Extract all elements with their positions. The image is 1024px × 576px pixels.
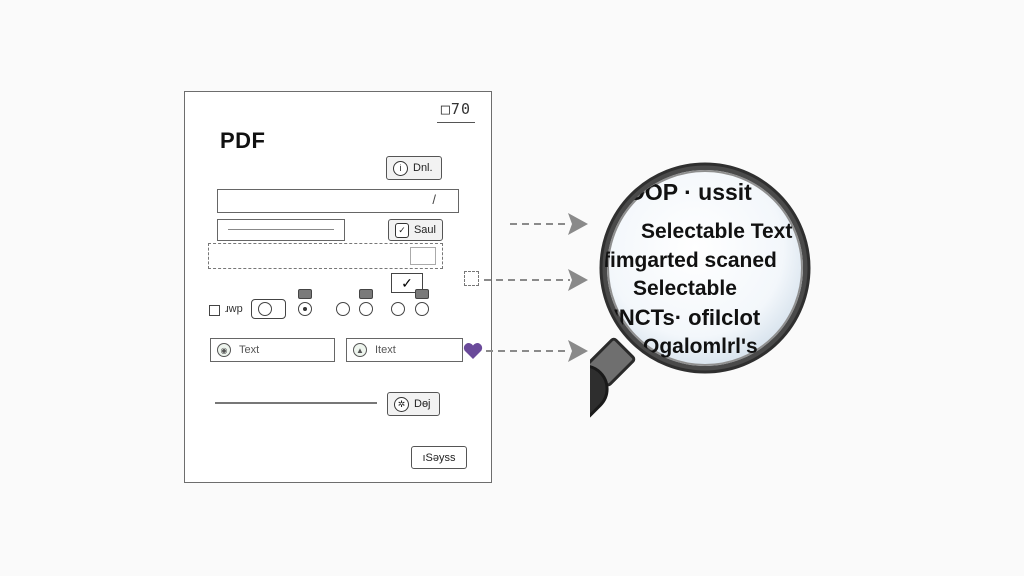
arrow-right-icon xyxy=(568,269,588,291)
radio-button-3[interactable] xyxy=(359,302,373,316)
bottom-button[interactable]: ✲ Dɵj xyxy=(387,392,440,416)
arrow-right-icon xyxy=(568,213,588,235)
submit-button[interactable]: ıSəyss xyxy=(411,446,467,469)
icon-text-field-2-label: Itext xyxy=(375,344,396,356)
dashed-marker xyxy=(464,271,479,286)
lens-line-3: fimgarted scaned xyxy=(605,249,777,272)
icon-text-field-1[interactable]: ◉ Text xyxy=(210,338,335,362)
magnifier-icon xyxy=(590,162,811,487)
radio-tab-1 xyxy=(298,289,312,299)
radio-button-1[interactable] xyxy=(298,302,312,316)
info-icon: i xyxy=(393,160,408,176)
save-button-label: Saul xyxy=(413,224,436,236)
submit-button-label: ıSəyss xyxy=(422,451,456,464)
document-corner-label: □70 xyxy=(436,100,475,123)
icon-text-field-2[interactable]: ▲ Itext xyxy=(346,338,463,362)
slider-track[interactable] xyxy=(215,402,377,404)
icon-text-field-1-label: Text xyxy=(239,344,260,356)
top-button[interactable]: i Dnl. xyxy=(386,156,442,180)
radio-tab-2 xyxy=(359,289,373,299)
checkbox[interactable] xyxy=(209,305,220,316)
toggle-switch[interactable] xyxy=(251,299,286,319)
lens-line-4: Selectable xyxy=(633,277,737,300)
document-title: PDF xyxy=(220,128,266,153)
lens-line-1: OOP · ussit xyxy=(627,179,752,205)
text-field-1[interactable]: / xyxy=(217,189,459,213)
pdf-document: □70 PDF i Dnl. / ✓ Saul ✓ ɹwp ◉ Text xyxy=(184,91,492,483)
check-toggle[interactable]: ✓ xyxy=(391,273,423,293)
top-button-label: Dnl. xyxy=(413,162,433,174)
text-field-1-glyph: / xyxy=(432,192,436,207)
radio-button-4[interactable] xyxy=(391,302,405,316)
radio-button-2[interactable] xyxy=(336,302,350,316)
lens-line-2: Selectable Text xyxy=(641,220,793,243)
save-button[interactable]: ✓ Saul xyxy=(388,219,443,241)
lens-text-area: OOP · ussit Selectable Text fimgarted sc… xyxy=(605,171,805,367)
settings-icon: ✲ xyxy=(394,396,409,412)
lens-line-5: UNCTs· ofiIclot xyxy=(605,305,761,330)
image-icon: ▲ xyxy=(353,343,367,357)
lens-line-6: Ogalomlrl's xyxy=(643,335,758,358)
text-field-3[interactable] xyxy=(208,243,443,269)
arrow-right-icon xyxy=(568,340,588,362)
checkmark-icon: ✓ xyxy=(395,222,409,238)
text-field-2[interactable] xyxy=(217,219,345,241)
radio-button-5[interactable] xyxy=(415,302,429,316)
bottom-button-label: Dɵj xyxy=(414,398,431,410)
radio-tab-3 xyxy=(415,289,429,299)
heart-icon xyxy=(463,343,483,359)
checkbox-label: ɹwp xyxy=(225,303,243,315)
camera-icon: ◉ xyxy=(217,343,231,357)
